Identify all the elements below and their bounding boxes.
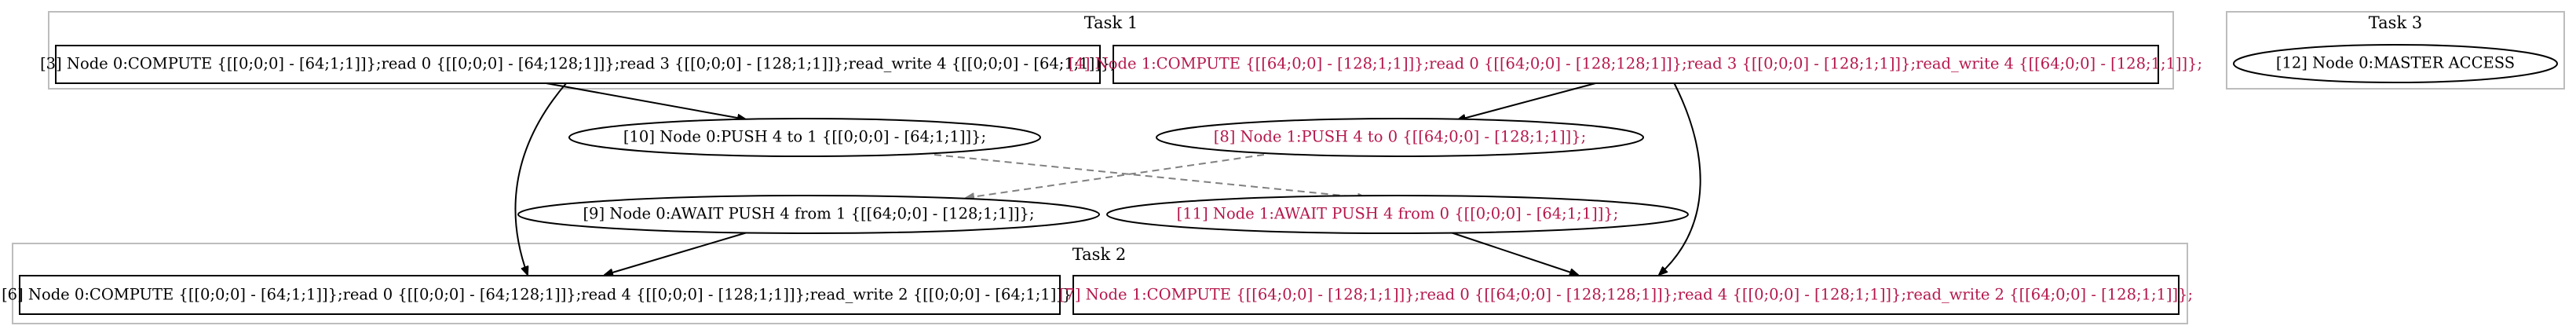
cluster-task-3-label: Task 3 <box>2369 13 2422 32</box>
node-7-label: [7] Node 1:COMPUTE {[[64;0;0] - [128;1;1… <box>1059 286 2193 304</box>
cluster-task-1-border <box>48 11 2174 90</box>
edge-11-to-7 <box>1448 231 1578 275</box>
node-3-label: [3] Node 0:COMPUTE {[[0;0;0] - [64;1;1]]… <box>40 55 1116 73</box>
node-12-label: [12] Node 0:MASTER ACCESS <box>2276 54 2515 72</box>
node-10[interactable]: [10] Node 0:PUSH 4 to 1 {[[0;0;0] - [64;… <box>568 118 1041 157</box>
node-8-label: [8] Node 1:PUSH 4 to 0 {[[64;0;0] - [128… <box>1214 128 1587 146</box>
edge-3-to-6 <box>514 82 568 275</box>
cluster-task-3-border <box>2226 11 2565 90</box>
node-3[interactable]: [3] Node 0:COMPUTE {[[0;0;0] - [64;1;1]]… <box>40 45 1116 84</box>
node-10-label: [10] Node 0:PUSH 4 to 1 {[[0;0;0] - [64;… <box>623 128 986 146</box>
node-7-box <box>1072 275 2180 315</box>
node-4[interactable]: [4] Node 1:COMPUTE {[[64;0;0] - [128;1;1… <box>1069 45 2202 84</box>
node-8-shape <box>1156 118 1644 157</box>
cluster-task-2-border <box>12 243 2188 324</box>
edge-3-to-10 <box>541 82 746 119</box>
node-8[interactable]: [8] Node 1:PUSH 4 to 0 {[[64;0;0] - [128… <box>1156 118 1644 157</box>
node-9[interactable]: [9] Node 0:AWAIT PUSH 4 from 1 {[[64;0;0… <box>517 195 1100 234</box>
cluster-task-1: Task 1 <box>48 11 2174 90</box>
node-6[interactable]: [6] Node 0:COMPUTE {[[0;0;0] - [64;1;1]]… <box>2 275 1077 315</box>
node-6-box <box>19 275 1061 315</box>
node-4-box <box>1113 45 2159 84</box>
node-3-box <box>55 45 1101 84</box>
edge-4-to-8 <box>1457 82 1599 120</box>
edge-8-to-9 <box>966 154 1265 198</box>
node-12[interactable]: [12] Node 0:MASTER ACCESS <box>2233 44 2558 83</box>
edges <box>514 82 1701 275</box>
node-11-shape <box>1106 195 1689 234</box>
edge-9-to-6 <box>605 231 751 275</box>
node-9-shape <box>517 195 1100 234</box>
node-4-label: [4] Node 1:COMPUTE {[[64;0;0] - [128;1;1… <box>1069 55 2202 73</box>
node-6-label: [6] Node 0:COMPUTE {[[0;0;0] - [64;1;1]]… <box>2 286 1077 304</box>
cluster-task-3: Task 3 <box>2226 11 2565 90</box>
node-11[interactable]: [11] Node 1:AWAIT PUSH 4 from 0 {[[0;0;0… <box>1106 195 1689 234</box>
node-9-label: [9] Node 0:AWAIT PUSH 4 from 1 {[[64;0;0… <box>583 205 1034 223</box>
node-11-label: [11] Node 1:AWAIT PUSH 4 from 0 {[[0;0;0… <box>1177 205 1619 223</box>
cluster-task-1-label: Task 1 <box>1084 13 1138 32</box>
node-12-shape <box>2233 44 2558 83</box>
cluster-task-2: Task 2 <box>12 243 2188 324</box>
edge-4-to-7 <box>1659 82 1701 275</box>
edge-10-to-11 <box>934 154 1366 198</box>
node-7[interactable]: [7] Node 1:COMPUTE {[[64;0;0] - [128;1;1… <box>1059 275 2193 315</box>
cluster-task-2-label: Task 2 <box>1072 245 1126 264</box>
node-10-shape <box>568 118 1041 157</box>
